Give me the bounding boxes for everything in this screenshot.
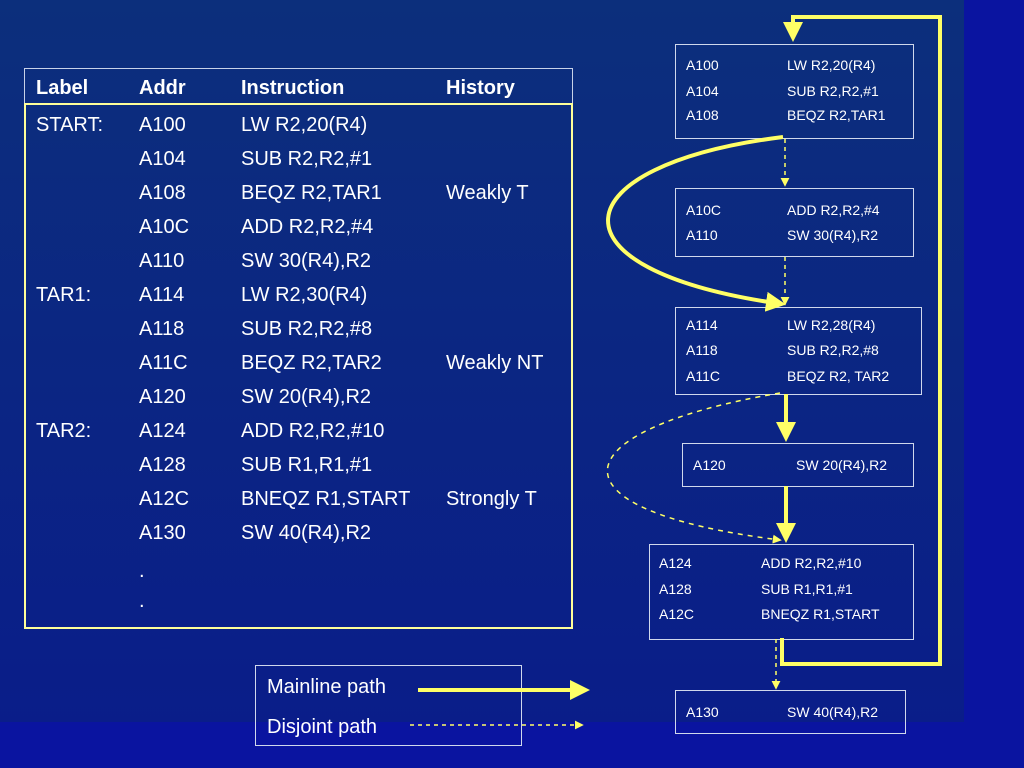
block-line-addr: A124 [659, 555, 692, 571]
block-line-instruction: BEQZ R2,TAR1 [787, 107, 886, 123]
table-cell-instr: ADD R2,R2,#4 [241, 216, 374, 238]
legend: Mainline path Disjoint path [255, 665, 522, 746]
table-cell-instr: SW 40(R4),R2 [241, 522, 372, 544]
block-line-instruction: BNEQZ R1,START [761, 606, 880, 622]
block-line-instruction: ADD R2,R2,#4 [787, 202, 880, 218]
table-cell-addr: A120 [139, 386, 186, 408]
table-cell-instr: BNEQZ R1,START [241, 488, 411, 510]
table-cell-instr: SW 20(R4),R2 [241, 386, 372, 408]
block-line-addr: A11C [686, 368, 720, 384]
mainline-taken-branch [606, 135, 786, 312]
block-line-addr: A100 [686, 57, 719, 73]
block-line-instruction: SW 40(R4),R2 [787, 704, 879, 720]
table-cell-instr: ADD R2,R2,#10 [241, 420, 385, 442]
table-body-box [24, 103, 573, 629]
table-cell-addr: A130 [139, 522, 186, 544]
program-table: Label Addr Instruction History START: A10… [24, 68, 573, 629]
table-cell-addr: A128 [139, 454, 186, 476]
block-line-instruction: ADD R2,R2,#10 [761, 555, 862, 571]
block-line-addr: A128 [659, 581, 692, 597]
block-line-instruction: LW R2,28(R4) [787, 317, 876, 333]
table-cell-addr: A114 [139, 284, 185, 306]
table-cell-addr: A124 [139, 420, 186, 442]
table-cell-history: Weakly T [446, 182, 529, 204]
table-cell-label: TAR2: [36, 420, 92, 442]
block-line-instruction: SUB R2,R2,#8 [787, 342, 879, 358]
table-cell-addr: A104 [139, 148, 186, 170]
table-cell-addr: A11C [139, 352, 188, 374]
block-line-addr: A10C [686, 202, 722, 218]
table-cell-instr: SUB R2,R2,#8 [241, 318, 373, 340]
header-instruction: Instruction [241, 77, 345, 99]
table-cell-instr: BEQZ R2,TAR1 [241, 182, 382, 204]
table-cell-label: TAR1: [36, 284, 92, 306]
table-cell-instr: SUB R2,R2,#1 [241, 148, 373, 170]
table-cell-history: Weakly NT [446, 352, 544, 374]
table-cell-instr: SW 30(R4),R2 [241, 250, 372, 272]
table-cell-addr: . [139, 560, 145, 582]
block-line-addr: A118 [686, 342, 718, 358]
table-cell-instr: LW R2,20(R4) [241, 114, 368, 136]
block-a120: A120 SW 20(R4),R2 [682, 443, 914, 487]
header-history: History [446, 77, 515, 99]
block-a130: A130 SW 40(R4),R2 [675, 690, 906, 734]
table-cell-addr: A110 [139, 250, 185, 272]
table-cell-addr: A10C [139, 216, 190, 238]
header-label: Label [36, 77, 89, 99]
block-line-instruction: SUB R2,R2,#1 [787, 83, 879, 99]
table-cell-instr: BEQZ R2,TAR2 [241, 352, 382, 374]
header-addr: Addr [139, 77, 186, 99]
block-line-instruction: SW 30(R4),R2 [787, 227, 879, 243]
block-line-addr: A108 [686, 107, 719, 123]
block-line-addr: A120 [693, 457, 726, 473]
block-line-addr: A130 [686, 704, 719, 720]
table-cell-addr: . [139, 590, 145, 612]
table-cell-label: START: [36, 114, 104, 136]
block-line-addr: A110 [686, 227, 718, 243]
block-line-instruction: SUB R1,R1,#1 [761, 581, 853, 597]
block-line-instruction: BEQZ R2, TAR2 [787, 368, 890, 384]
mainline-loop-back [780, 15, 942, 666]
legend-mainline-label: Mainline path [267, 676, 386, 698]
table-cell-instr: LW R2,30(R4) [241, 284, 368, 306]
block-line-addr: A12C [659, 606, 695, 622]
disjoint-taken-a124 [606, 392, 782, 544]
block-line-instruction: SW 20(R4),R2 [796, 457, 888, 473]
table-cell-addr: A118 [139, 318, 185, 340]
table-cell-history: Strongly T [446, 488, 537, 510]
table-cell-instr: SUB R1,R1,#1 [241, 454, 373, 476]
table-cell-addr: A100 [139, 114, 186, 136]
table-cell-addr: A12C [139, 488, 190, 510]
block-line-addr: A104 [686, 83, 719, 99]
slide-right-band [964, 0, 1024, 768]
table-cell-addr: A108 [139, 182, 186, 204]
block-line-addr: A114 [686, 317, 718, 333]
block-line-instruction: LW R2,20(R4) [787, 57, 876, 73]
legend-disjoint-label: Disjoint path [267, 716, 378, 738]
